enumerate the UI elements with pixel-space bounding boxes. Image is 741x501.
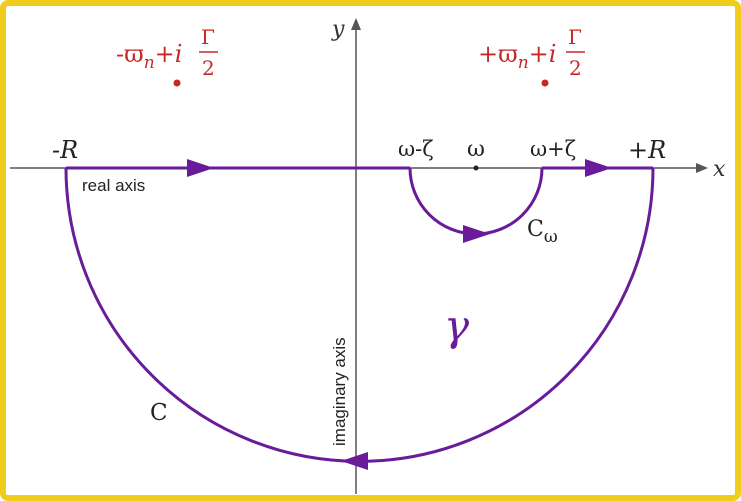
pole-right-sign: +	[478, 40, 498, 68]
pole-left-plus-i: +i	[155, 40, 183, 68]
contour-c-omega	[408, 167, 544, 236]
pole-right-omega: ϖ	[498, 40, 518, 68]
real-axis-label: real axis	[82, 176, 145, 195]
svg-text:-ϖn+i: -ϖn+i	[116, 40, 182, 73]
pole-left-omega: ϖ	[124, 40, 144, 68]
gamma-label: γ	[444, 301, 470, 350]
pole-left-sign: -	[116, 40, 124, 68]
c-omega-label: Cω	[527, 217, 558, 247]
svg-text:+ϖn+i: +ϖn+i	[478, 40, 556, 73]
pole-left-dot	[173, 79, 181, 87]
c-omega-sub: ω	[544, 227, 558, 247]
pole-right-sub: n	[518, 53, 529, 73]
minus-r-label: -R	[52, 136, 78, 164]
pole-left-sub: n	[144, 53, 155, 73]
omega-point	[473, 165, 479, 171]
pole-left-num: Γ	[201, 25, 215, 49]
arrow-c-large	[341, 452, 368, 470]
omega-minus-zeta-label: ω-ζ	[398, 137, 434, 161]
imaginary-axis-label: imaginary axis	[330, 337, 349, 446]
omega-label: ω	[467, 137, 485, 162]
c-omega-main: C	[527, 217, 544, 242]
pole-left-label: -ϖn+i Γ 2	[116, 25, 218, 80]
pole-right-label: +ϖn+i Γ 2	[478, 25, 585, 80]
arrow-real-right	[585, 159, 612, 177]
arrow-c-omega	[463, 225, 490, 243]
pole-right-dot	[541, 79, 549, 87]
arrow-real-left	[187, 159, 214, 177]
c-label: C	[150, 400, 168, 426]
pole-right-den: 2	[569, 56, 582, 80]
pole-right-num: Γ	[568, 25, 582, 49]
x-axis-label: x	[713, 157, 726, 182]
pole-right-plus-i: +i	[529, 40, 557, 68]
pole-left-den: 2	[202, 56, 215, 80]
y-axis-label: y	[331, 17, 345, 42]
plus-r-label: +R	[628, 136, 666, 164]
omega-plus-zeta-label: ω+ζ	[530, 137, 576, 161]
